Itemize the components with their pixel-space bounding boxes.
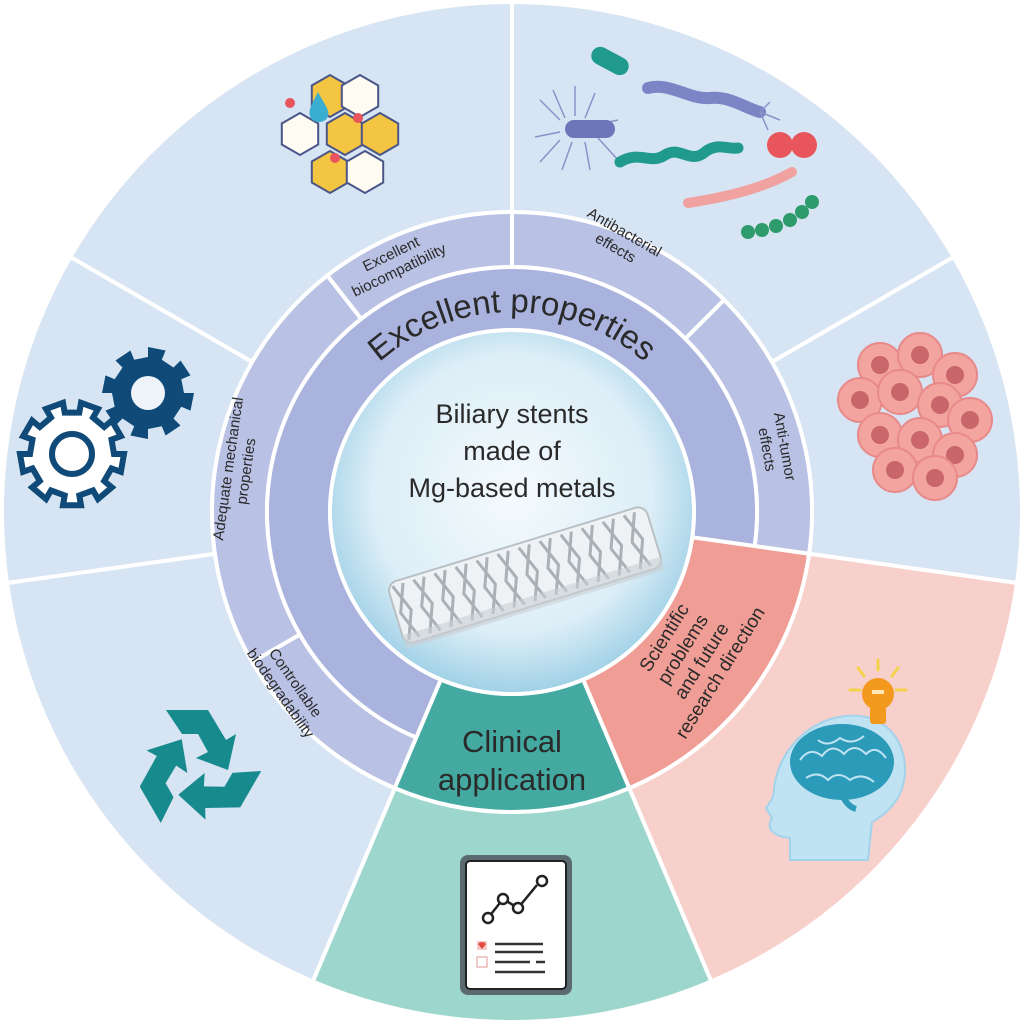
stent-strut — [538, 537, 568, 595]
lattice-node — [353, 113, 363, 123]
tumor-cell — [837, 377, 883, 423]
tumor-cell — [872, 447, 918, 493]
stent-strut — [622, 512, 652, 570]
gear-hole — [131, 376, 165, 410]
stent-strut — [517, 544, 547, 602]
tumor-cells-icon — [837, 332, 993, 501]
bacteria-icon — [534, 46, 819, 239]
mesh-stent-image — [388, 506, 665, 649]
gear-outline-shape — [16, 398, 128, 509]
hexagon-cell — [345, 149, 385, 195]
tumor-cell — [947, 397, 993, 443]
lattice-node — [285, 98, 295, 108]
stent-strut — [391, 582, 421, 640]
scientific-problems-label: Scientific problems and future research … — [636, 600, 770, 742]
stent-strut — [475, 557, 505, 615]
hexagon-cell — [280, 111, 320, 157]
lattice-node — [330, 153, 340, 163]
tumor-cell — [857, 412, 903, 458]
property-label-antitumor: Anti-tumor effects — [754, 411, 798, 482]
hexagon-lattice-icon — [280, 73, 400, 195]
center-title-line-1: Biliary stents — [435, 399, 588, 429]
gear-hole — [49, 431, 95, 477]
center-title-line-2: made of — [463, 436, 561, 466]
gears-icon — [16, 347, 194, 509]
center-title: Biliary stents made of Mg-based metals — [408, 399, 615, 503]
stent-strut — [496, 550, 526, 608]
stent-strut — [454, 563, 484, 621]
clinical-report-icon — [460, 855, 572, 995]
recycle-arrow — [178, 771, 262, 820]
clinical-application-line-1: Clinical — [462, 724, 562, 759]
stent-strut — [601, 518, 631, 576]
tumor-cell — [912, 455, 958, 501]
hexagon-cell — [310, 149, 350, 195]
tumor-cell — [877, 369, 923, 415]
center-title-line-3: Mg-based metals — [408, 473, 615, 503]
stent-strut — [433, 570, 463, 628]
stent-strut — [559, 531, 589, 589]
tumor-cell — [897, 332, 943, 378]
hexagon-cell — [360, 111, 400, 157]
brain-lightbulb-icon — [764, 658, 908, 861]
stent-strut — [580, 525, 610, 583]
water-drop — [309, 92, 329, 122]
recycle-arrow — [139, 739, 188, 823]
stent-strut — [412, 576, 442, 634]
recycle-icon — [139, 710, 262, 823]
hexagon-cell — [340, 73, 380, 119]
inner-ring — [265, 265, 812, 814]
clinical-application-line-2: application — [438, 762, 586, 797]
recycle-arrow — [166, 710, 236, 770]
